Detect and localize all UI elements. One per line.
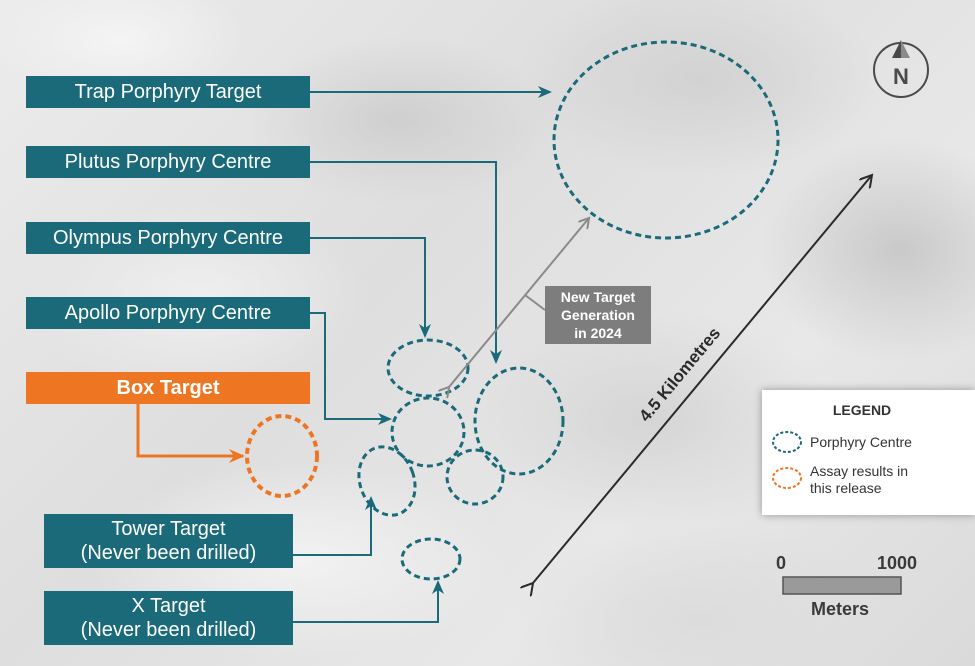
plutus-centre-text: Plutus Porphyry Centre [64,151,272,173]
trap-target-label[interactable]: Trap Porphyry Target [26,76,310,108]
legend-assay-line1: Assay results in [810,463,909,479]
tower-target-label[interactable]: Tower Target (Never been drilled) [44,514,293,568]
new-target-leader [524,294,546,311]
legend-assay-line2: this release [810,480,882,496]
x-target-label[interactable]: X Target (Never been drilled) [44,591,293,645]
distance-arrow [533,175,872,583]
new-target-generation-box: New Target Generation in 2024 [545,286,651,344]
new-target-line3: in 2024 [574,325,622,341]
x-target-connector [293,580,444,623]
small-centre-ellipse [445,448,505,506]
trap-ellipse [552,40,780,240]
tower-connector [293,496,377,556]
apollo-centre-label[interactable]: Apollo Porphyry Centre [26,297,310,329]
tower-target-note: (Never been drilled) [80,542,257,564]
apollo-ellipse [390,396,466,468]
scale-end-label: 1000 [877,553,918,573]
olympus-centre-text: Olympus Porphyry Centre [52,227,284,249]
legend-symbols [772,431,802,489]
olympus-connector [310,237,431,338]
x-target-ellipse [400,537,462,581]
olympus-ellipse [386,338,470,398]
legend-item-porphyry-centre: Porphyry Centre [810,434,912,451]
trap-target-text: Trap Porphyry Target [74,81,262,103]
tower-ellipse [357,445,417,517]
scale-start-label: 0 [776,553,787,573]
new-target-line1: New Target [560,289,636,305]
north-label: N [893,64,909,89]
legend-porphyry-label: Porphyry Centre [810,434,912,450]
apollo-centre-text: Apollo Porphyry Centre [64,302,272,324]
plutus-centre-label[interactable]: Plutus Porphyry Centre [26,146,310,178]
legend-title: LEGEND [832,402,892,418]
plutus-connector [310,161,502,364]
scale-unit-label: Meters [811,599,870,619]
legend-panel: LEGEND Porphyry Centre Assay results in … [762,390,975,515]
plutus-ellipse [473,366,565,476]
x-target-note: (Never been drilled) [80,619,257,641]
box-target-text: Box Target [116,377,220,399]
box-connector [136,404,245,463]
box-target-ellipse [245,414,319,498]
tower-target-title: Tower Target [111,518,226,540]
north-arrow-icon: N [873,40,929,98]
scale-bar [782,576,902,595]
box-target-label[interactable]: Box Target [26,372,310,404]
x-target-title: X Target [131,595,206,617]
olympus-centre-label[interactable]: Olympus Porphyry Centre [26,222,310,254]
legend-item-assay-results: Assay results in this release [810,463,908,497]
new-target-line2: Generation [561,307,635,323]
apollo-connector [310,312,392,425]
assay-results-symbol-icon [772,467,802,489]
porphyry-centre-symbol-icon [772,431,802,453]
